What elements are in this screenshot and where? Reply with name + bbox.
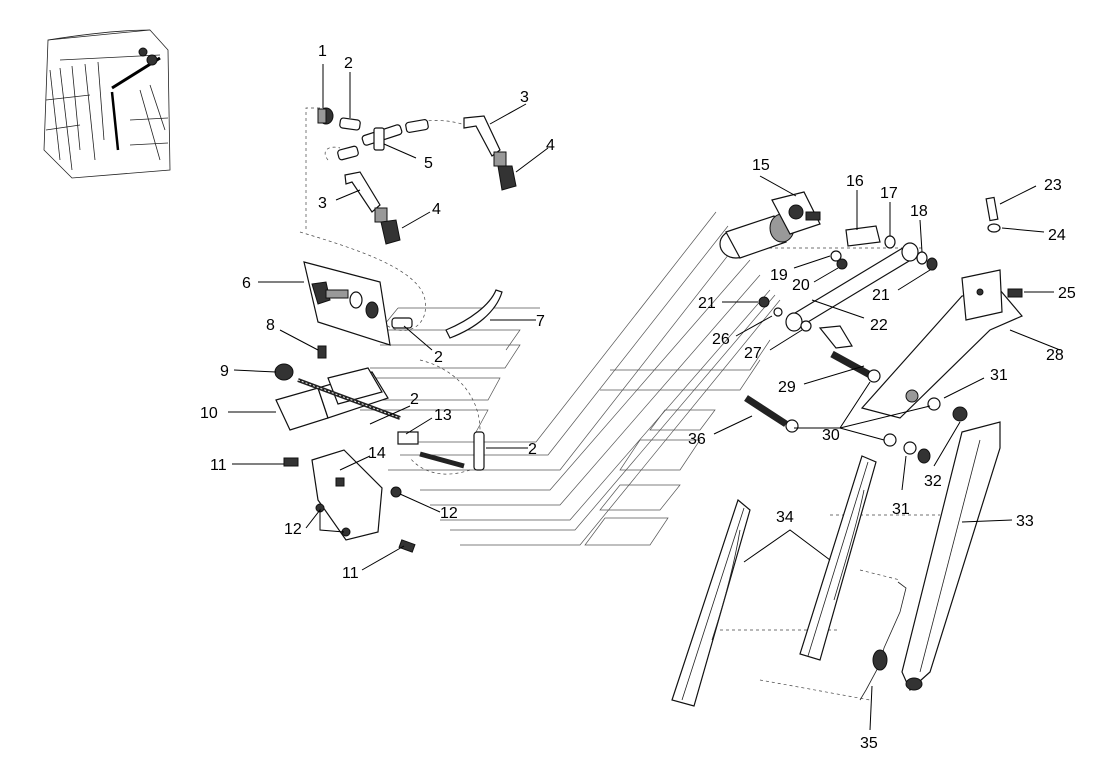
- callout-17: 17: [880, 185, 898, 202]
- callout-28: 28: [1046, 347, 1064, 364]
- assembly-guide-lines: [299, 107, 940, 701]
- callout-14: 14: [368, 445, 386, 462]
- item-7-hose-strip: [391, 289, 503, 471]
- callout-13: 13: [434, 407, 452, 424]
- callout-21: 21: [698, 295, 716, 312]
- location-inset-illustration: [43, 29, 171, 179]
- callout-1: 1: [318, 43, 327, 60]
- callout-22: 22: [870, 317, 888, 334]
- callout-24: 24: [1048, 227, 1066, 244]
- callout-2: 2: [410, 391, 419, 408]
- callout-11: 11: [210, 457, 227, 474]
- callout-2: 2: [434, 349, 443, 366]
- callout-10: 10: [200, 405, 218, 422]
- wiper-motor-and-linkage: [719, 191, 1023, 464]
- callout-4: 4: [432, 201, 441, 218]
- callout-26: 26: [712, 331, 730, 348]
- callout-34: 34: [776, 509, 794, 526]
- callout-23: 23: [1044, 177, 1062, 194]
- callout-5: 5: [424, 155, 433, 172]
- washer-hose-set: [317, 107, 517, 245]
- callout-25: 25: [1058, 285, 1076, 302]
- callout-9: 9: [220, 363, 229, 380]
- callout-6: 6: [242, 275, 251, 292]
- callout-8: 8: [266, 317, 275, 334]
- callout-4: 4: [546, 137, 555, 154]
- callout-21: 21: [872, 287, 890, 304]
- item-6-nozzle-mount: [303, 261, 391, 346]
- callout-3: 3: [520, 89, 529, 106]
- callout-31: 31: [892, 501, 910, 518]
- callout-27: 27: [744, 345, 762, 362]
- callout-29: 29: [778, 379, 796, 396]
- callout-11: 11: [342, 565, 359, 582]
- callout-31: 31: [990, 367, 1008, 384]
- callout-12: 12: [440, 505, 458, 522]
- callout-36: 36: [688, 431, 706, 448]
- callout-20: 20: [792, 277, 810, 294]
- callout-33: 33: [1016, 513, 1034, 530]
- callout-16: 16: [846, 173, 864, 190]
- callout-35: 35: [860, 735, 878, 752]
- callout-19: 19: [770, 267, 788, 284]
- callout-labels: 1 2 3 4 5 3 4 6 7 2 8 9 10 2 13 2 14 11 …: [200, 43, 1076, 752]
- callout-leaders: [228, 64, 1061, 731]
- callout-3: 3: [318, 195, 327, 212]
- ghost-outline-watermark: [360, 211, 781, 546]
- callout-32: 32: [924, 473, 942, 490]
- callout-12: 12: [284, 521, 302, 538]
- callout-15: 15: [752, 157, 770, 174]
- callout-2: 2: [344, 55, 353, 72]
- callout-2: 2: [528, 441, 537, 458]
- callout-7: 7: [536, 313, 545, 330]
- callout-18: 18: [910, 203, 928, 220]
- wiper-arm-and-blades: [671, 421, 1001, 707]
- callout-30: 30: [822, 427, 840, 444]
